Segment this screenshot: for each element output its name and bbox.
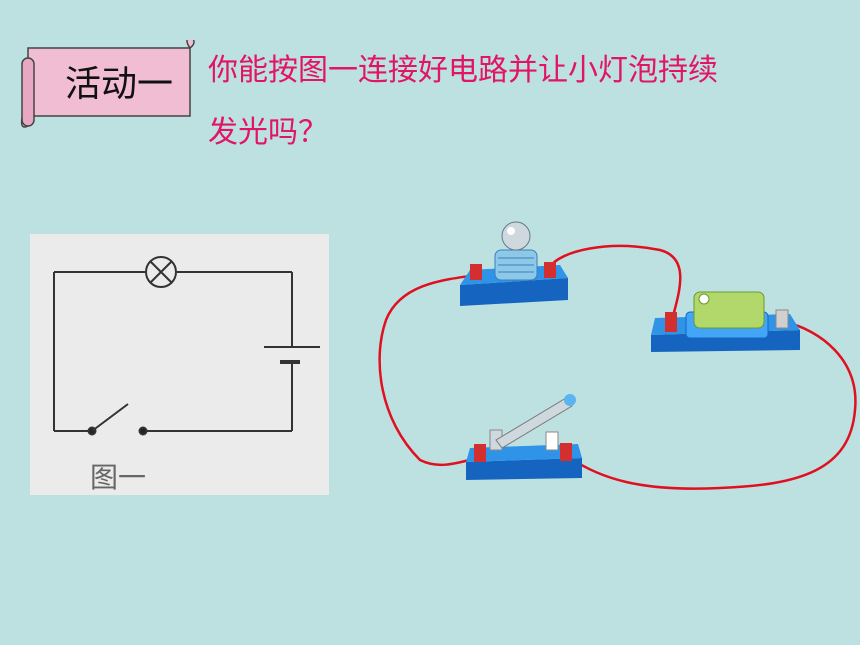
activity-label: 活动一 <box>64 64 173 105</box>
bulb-holder <box>460 221 568 306</box>
question-text: 你能按图一连接好电路并让小灯泡持续 发光吗？ <box>208 40 808 164</box>
battery-symbol <box>264 346 320 364</box>
wire-battery-to-switch <box>569 320 857 490</box>
battery-holder <box>651 291 800 352</box>
switch-handle <box>564 394 576 406</box>
wire-bulb-to-battery <box>547 244 682 321</box>
battery-terminal-right <box>775 309 789 329</box>
knife-switch <box>466 394 582 480</box>
bulb-terminal-left <box>470 264 482 280</box>
battery-cell <box>693 291 765 329</box>
switch-symbol <box>87 403 148 436</box>
switch-blade <box>495 397 573 449</box>
bulb-glass <box>501 221 531 251</box>
wire-bulb-to-switch <box>378 273 478 467</box>
figure-caption: 图一 <box>90 461 147 494</box>
switch-terminal-left <box>474 444 486 462</box>
question-line-2: 发光吗？ <box>208 115 328 150</box>
battery-terminal-left <box>665 312 677 332</box>
schematic-panel <box>30 234 329 495</box>
lamp-symbol <box>145 256 177 288</box>
bulb-terminal-right <box>544 262 556 278</box>
switch-terminal-right <box>560 443 572 461</box>
circuit-schematic <box>53 256 320 436</box>
question-line-1: 你能按图一连接好电路并让小灯泡持续 <box>208 53 718 88</box>
